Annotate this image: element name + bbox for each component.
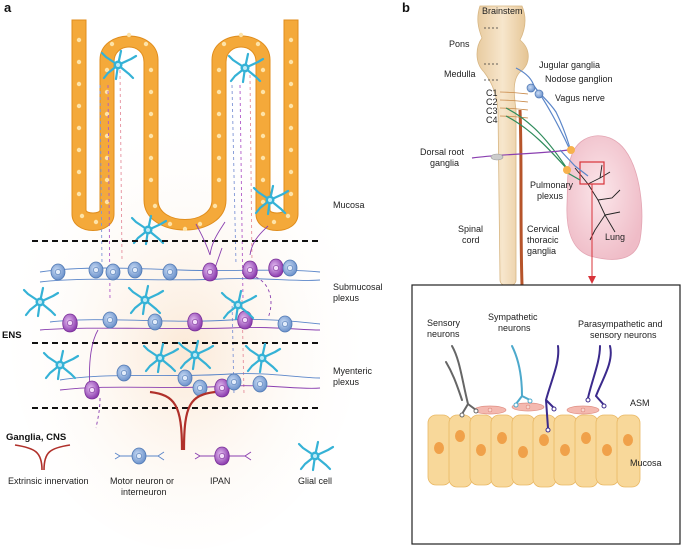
legend-ipan: IPAN (210, 476, 230, 486)
pulmonary-plexus-node (563, 166, 571, 174)
label-c3: C3 (486, 106, 498, 116)
label-c2: C2 (486, 97, 498, 107)
label-submucosal: Submucosal (333, 282, 383, 292)
zoom-arrow-head (588, 276, 596, 284)
cervical-roots (499, 91, 529, 119)
label-c4: C4 (486, 115, 498, 125)
label-pons: Pons (449, 39, 470, 49)
sympathetic-chain (518, 109, 524, 286)
label-cervical-2: thoracic (527, 235, 559, 245)
motor-neuron-icon (162, 263, 178, 281)
legend-motor-1: Motor neuron or (110, 476, 174, 486)
ipan-neuron-icon (242, 260, 258, 280)
motor-neuron-icon (147, 313, 163, 331)
jugular-ganglion (526, 83, 536, 93)
pulmonary-plexus-node (567, 146, 575, 154)
inset-label-para-2: sensory neurons (590, 330, 657, 340)
label-brainstem: Brainstem (482, 6, 523, 16)
inset-label-sensory-2: neurons (427, 329, 460, 339)
label-myenteric: Myenteric (333, 366, 373, 376)
motor-neuron-icon (127, 261, 143, 279)
legend-extrinsic: Extrinsic innervation (8, 476, 89, 486)
label-submucosal-plexus: plexus (333, 293, 360, 303)
mucosal-villi (71, 19, 299, 232)
label-spinal-1: Spinal (458, 224, 483, 234)
label-pulmonary-1: Pulmonary (530, 180, 574, 190)
legend-glial: Glial cell (298, 476, 332, 486)
inset-label-para-1: Parasympathetic and (578, 319, 663, 329)
motor-neuron-icon (226, 373, 242, 391)
motor-neuron-icon (131, 447, 147, 465)
motor-neuron-icon (116, 364, 132, 382)
nerve-terminals (459, 397, 607, 433)
legend-motor-2: interneuron (121, 487, 167, 497)
panel-a-label: a (4, 0, 12, 15)
ipan-neuron-icon (268, 258, 284, 278)
motor-neuron-icon (177, 369, 193, 387)
panel-b-label: b (402, 0, 410, 15)
airway-tree (574, 164, 621, 241)
epithelial-cells (427, 414, 641, 488)
label-nodose: Nodose ganglion (545, 74, 613, 84)
label-ganglia-cns: Ganglia, CNS (6, 432, 66, 443)
label-mucosa: Mucosa (333, 200, 365, 210)
ipan-neuron-icon (202, 262, 218, 282)
label-pulmonary-2: plexus (537, 191, 564, 201)
ipan-neuron-icon (62, 313, 78, 333)
dorsal-root-ganglion (490, 153, 504, 161)
label-cervical-3: ganglia (527, 246, 556, 256)
nodose-ganglion (534, 89, 544, 99)
motor-neuron-icon (252, 375, 268, 393)
label-drg-1: Dorsal root (420, 147, 465, 157)
inset-box (411, 284, 681, 545)
inset-neurons (445, 345, 612, 429)
ipan-neuron-icon (187, 312, 203, 332)
extrinsic-nerve-trunk (149, 390, 216, 451)
label-drg-2: ganglia (430, 158, 459, 168)
motor-neuron-icon (102, 311, 118, 329)
label-medulla: Medulla (444, 69, 476, 79)
inset-label-mucosa: Mucosa (630, 458, 662, 468)
label-jugular: Jugular ganglia (539, 60, 600, 70)
motor-neuron-icon (282, 259, 298, 277)
inset-label-symp-2: neurons (498, 323, 531, 333)
label-c1: C1 (486, 88, 498, 98)
motor-neuron-icon (105, 263, 121, 281)
label-spinal-2: cord (462, 235, 480, 245)
label-vagus: Vagus nerve (555, 93, 605, 103)
extrinsic-nerve-icon (14, 444, 71, 471)
lung-shape (566, 135, 643, 260)
level-ticks (484, 27, 500, 81)
label-cervical-1: Cervical (527, 224, 560, 234)
motor-neuron-icon (277, 315, 293, 333)
ipan-neuron-icon (214, 446, 230, 466)
label-lung: Lung (605, 232, 625, 242)
asm-cells (473, 402, 600, 415)
legend: Extrinsic innervation Motor neuron or in… (8, 440, 335, 497)
inset-label-sensory-1: Sensory (427, 318, 461, 328)
ipan-neuron-icon (84, 380, 100, 400)
inset-label-symp-1: Sympathetic (488, 312, 538, 322)
label-myenteric-plexus: plexus (333, 377, 360, 387)
inset-label-asm: ASM (630, 398, 650, 408)
label-ens: ENS (2, 330, 22, 341)
motor-neuron-icon (50, 263, 66, 281)
motor-neuron-icon (88, 261, 104, 279)
